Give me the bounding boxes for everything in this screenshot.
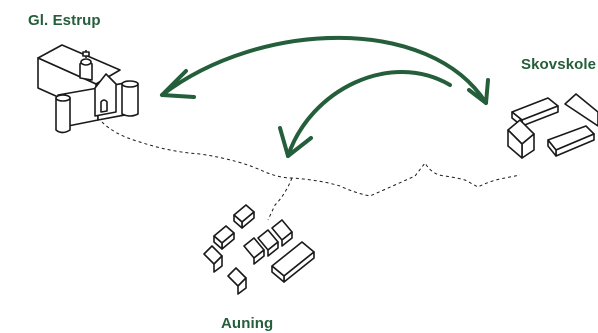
dashed-route-branch [267,177,293,221]
place-label-skovskole: Skovskole [521,56,597,73]
arrow-skovskole-auning [278,70,452,158]
town-buildings-icon [203,204,315,295]
dashed-route [101,121,521,197]
place-label-auning: Auning [221,315,274,332]
place-label-gl-estrup: Gl. Estrup [28,12,101,29]
castle-icon [37,44,139,134]
arrow-estrup-skovskole [160,35,490,105]
school-buildings-icon [507,93,598,159]
